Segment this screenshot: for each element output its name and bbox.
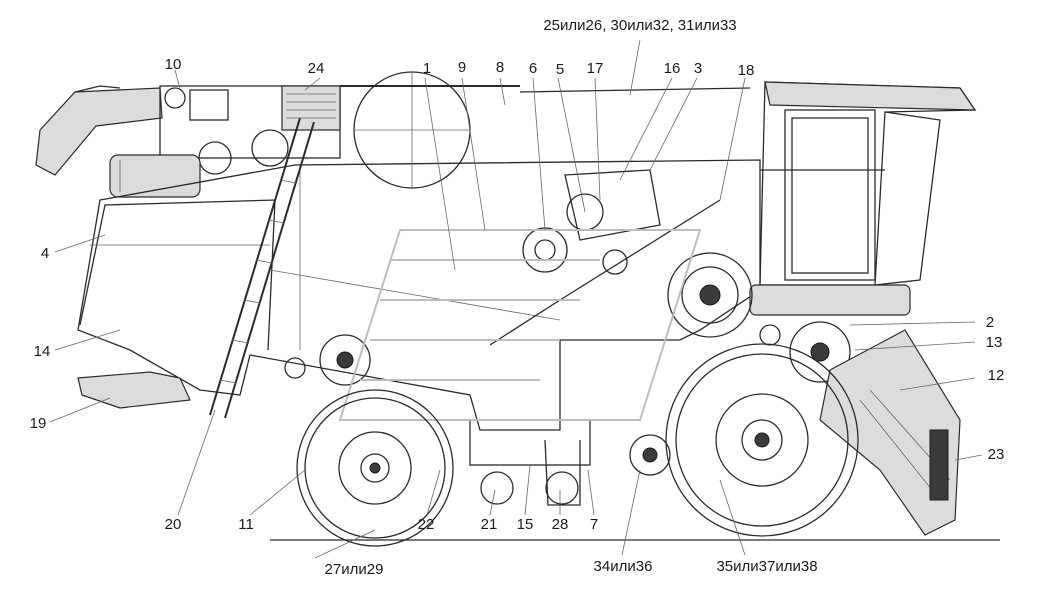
label-10: 10 (164, 56, 182, 73)
front-wheel (665, 343, 859, 537)
rear-hitch (77, 371, 191, 409)
label-14: 14 (33, 343, 51, 360)
label-3: 3 (693, 60, 703, 77)
label-11: 11 (238, 516, 254, 533)
label-12: 12 (987, 367, 1005, 384)
label-25-26-30-32-31-33: 25или26, 30или32, 31или33 (543, 17, 737, 34)
main-body (77, 159, 761, 431)
ladder (209, 117, 315, 419)
header-arm (819, 329, 961, 536)
label-21: 21 (480, 516, 498, 533)
label-1: 1 (422, 60, 432, 77)
label-15: 15 (516, 516, 534, 533)
label-19: 19 (29, 415, 47, 432)
label-18: 18 (737, 62, 755, 79)
unloading-auger (35, 87, 163, 176)
operator-cab (749, 81, 977, 316)
label-23: 23 (987, 446, 1005, 463)
label-20: 20 (164, 516, 182, 533)
label-4: 4 (40, 245, 50, 262)
label-35-37-38: 35или37или38 (716, 558, 818, 575)
label-8: 8 (495, 59, 505, 76)
label-9: 9 (457, 59, 467, 76)
label-7: 7 (589, 516, 599, 533)
label-2: 2 (985, 314, 995, 331)
label-28: 28 (551, 516, 569, 533)
label-34-36: 34или36 (593, 558, 653, 575)
label-6: 6 (528, 60, 538, 77)
radiator-grille (286, 93, 336, 119)
label-24: 24 (307, 60, 325, 77)
watermark-shape (338, 229, 702, 421)
drive-pulley-1 (522, 227, 568, 273)
label-16: 16 (663, 60, 681, 77)
label-13: 13 (985, 334, 1003, 351)
label-17: 17 (586, 60, 604, 77)
leader-lines (49, 39, 983, 559)
label-27-29: 27или29 (324, 561, 384, 578)
header-pulley (789, 321, 851, 383)
rear-wheel (296, 389, 454, 547)
feeder-drum (667, 252, 753, 338)
label-22: 22 (417, 516, 435, 533)
label-5: 5 (555, 61, 565, 78)
